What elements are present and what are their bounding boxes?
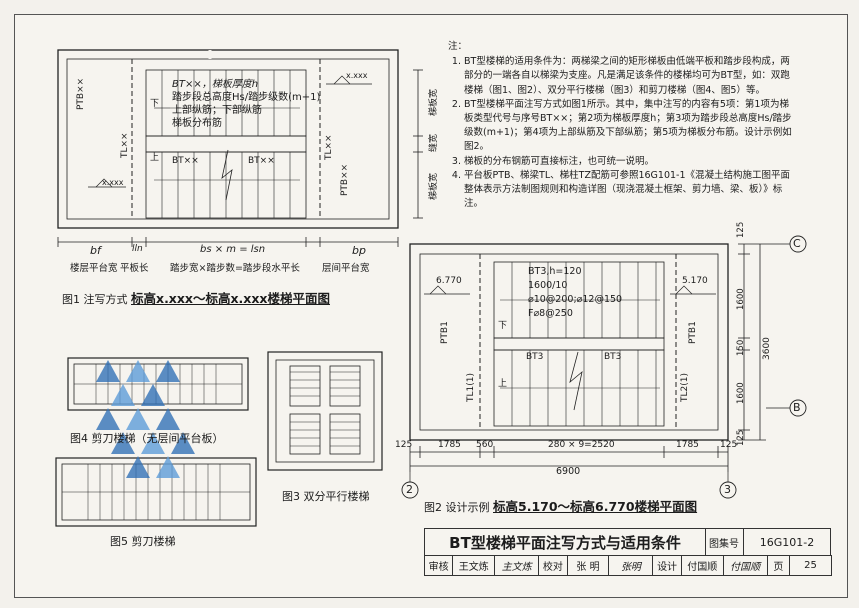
design-label: 设计 (653, 555, 682, 575)
fig1-elev-right: x.xxx (346, 71, 368, 80)
fig2-caption: 图2 设计示例 标高5.170～标高6.770楼梯平面图 (424, 496, 697, 515)
checker-signature: 张明 (609, 555, 654, 575)
page-number: 25 (804, 559, 817, 571)
fig2-total: 6900 (556, 466, 581, 477)
fig2-down-label: 下 (498, 321, 508, 331)
note-item: 平台板PTB、梯梁TL、梯柱TZ配筋可参照16G101-1《混凝土结构施工图平面… (464, 169, 796, 212)
fig2-dim-3: 560 (476, 440, 494, 450)
fig1-bottom-1: 楼层平台宽 (70, 263, 118, 274)
check-label: 校对 (539, 555, 568, 575)
fig1-up-label: 上 (150, 153, 160, 163)
fig2-axis-c: C (793, 237, 801, 250)
fig1-elev-left: x.xxx (102, 178, 124, 187)
fig1-caption-title: 标高x.xxx～标高x.xxx楼梯平面图 (131, 291, 330, 306)
notes-block: 注： BT型楼梯的适用条件为：两梯梁之间的矩形梯板由低端平板和踏步段构成，两部分… (448, 40, 796, 211)
fig1-bt-left: BT×× (172, 156, 199, 166)
fig1-caption: 图1 注写方式 标高x.xxx～标高x.xxx楼梯平面图 (62, 288, 330, 307)
fig2-caption-prefix: 图2 设计示例 (424, 501, 490, 514)
fig2-elev-left: 6.770 (436, 276, 462, 286)
fig1-bottom-3: 踏步宽×踏步数=踏步段水平长 (170, 263, 300, 274)
fig2-dim-1: 125 (395, 440, 413, 450)
fig2-dim-2: 1785 (438, 440, 461, 450)
fig2-dim-4: 280 × 9=2520 (548, 440, 615, 450)
atlas-number: 16G101-2 (744, 528, 831, 556)
fig1-dim-ln: lln (132, 244, 143, 254)
review-label: 审核 (425, 555, 454, 575)
checker-name: 张 明 (568, 555, 610, 575)
fig1-bottom-2: 平板长 (120, 263, 149, 274)
fig2-dim-6: 125 (720, 440, 738, 450)
fig4-caption: 图4 剪刀楼梯（无层间平台板） (70, 432, 224, 445)
designer-signature: 付国顺 (724, 555, 768, 575)
fig2-elev-right: 5.170 (682, 276, 708, 286)
note-item: BT型楼梯的适用条件为：两梯梁之间的矩形梯板由低端平板和踏步段构成，两部分的一端… (464, 55, 796, 98)
designer-name: 付国顺 (682, 555, 724, 575)
fig2-bt-b: BT3 (604, 352, 622, 362)
fig1-dim-bf: bf (90, 244, 101, 257)
fig2-bt-line-4: F⌀8@250 (528, 308, 573, 319)
fig1-bt-line-2: 踏步段总高度Hs/踏步级数(m+1) (172, 92, 321, 103)
fig2-bt-line-2: 1600/10 (528, 280, 568, 291)
note-item: 梯板的分布钢筋可直接标注，也可统一说明。 (464, 155, 796, 169)
title-block: BT型楼梯平面注写方式与适用条件 图集号 16G101-2 审核 王文炼 主文炼… (424, 528, 832, 578)
fig2-bt-line-1: BT3,h=120 (528, 266, 582, 277)
fig2-caption-title: 标高5.170～标高6.770楼梯平面图 (493, 499, 698, 514)
reviewer-name: 王文炼 (453, 555, 496, 575)
atlas-label: 图集号 (705, 528, 744, 556)
fig2-bt-a: BT3 (526, 352, 544, 362)
drawing-sheet (14, 14, 848, 598)
fig2-up-label: 上 (498, 379, 508, 389)
fig2-axis-2: 2 (406, 483, 413, 496)
fig2-bt-line-3: ⌀10@200;⌀12@150 (528, 294, 623, 305)
note-item: BT型楼梯平面注写方式如图1所示。其中，集中注写的内容有5项：第1项为梯板类型代… (464, 98, 796, 155)
signature-row: 审核 王文炼 主文炼 校对 张 明 张明 设计 付国顺 付国顺 页 25 (424, 555, 832, 576)
fig1-dim-mid: bs × m = lsn (200, 244, 266, 255)
fig1-bt-line-3: 上部纵筋；下部纵筋 (172, 105, 262, 116)
fig2-axis-3: 3 (724, 483, 731, 496)
fig1-down-label: 下 (150, 99, 160, 109)
notes-heading: 注： (448, 41, 468, 52)
fig1-caption-prefix: 图1 注写方式 (62, 293, 128, 306)
fig1-dim-bp: bp (352, 244, 366, 257)
fig1-bt-line-4: 梯板分布筋 (172, 118, 222, 129)
fig1-bt-right: BT×× (248, 156, 275, 166)
drawing-title: BT型楼梯平面注写方式与适用条件 (424, 528, 706, 556)
fig1-bt-line-1: BT××，梯板厚度h (172, 79, 259, 90)
reviewer-signature: 主文炼 (495, 555, 540, 575)
fig3-caption: 图3 双分平行楼梯 (282, 490, 370, 503)
fig2-axis-b: B (793, 401, 801, 414)
notes-list: BT型楼梯的适用条件为：两梯梁之间的矩形梯板由低端平板和踏步段构成，两部分的一端… (448, 55, 796, 211)
page-label: 页 (768, 555, 791, 575)
watermark-logo (96, 360, 195, 478)
fig2-dim-5: 1785 (676, 440, 699, 450)
fig5-caption: 图5 剪刀楼梯 (110, 535, 176, 548)
fig1-bottom-4: 层间平台宽 (322, 263, 370, 274)
